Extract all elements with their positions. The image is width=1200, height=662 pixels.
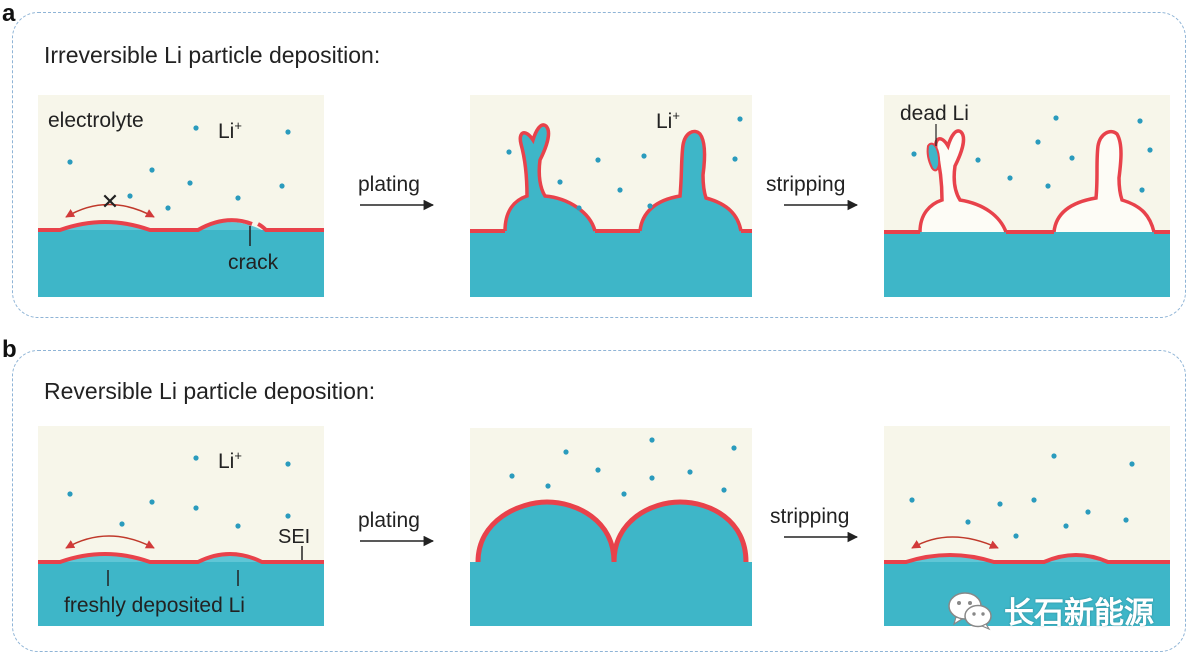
- li-dome: [478, 502, 614, 562]
- sei-layer: [503, 123, 597, 232]
- plating-label: plating: [358, 509, 420, 532]
- sei-stretch-arrow: [911, 536, 999, 549]
- li-ion-dots: [909, 453, 1135, 539]
- dead-li-label: dead Li: [900, 102, 969, 125]
- panel-b-frame: [12, 350, 1186, 652]
- plating-label: plating: [358, 173, 420, 196]
- panel-b-title: Reversible Li particle deposition:: [44, 378, 376, 404]
- panel-a-initial-state: ✕ crack electrolyte Li+: [38, 95, 324, 297]
- empty-sei-shell: [1052, 129, 1156, 233]
- stripping-label: stripping: [766, 173, 845, 196]
- panel-b-stripped-state: [884, 426, 1170, 626]
- watermark-text: 长石新能源: [1004, 596, 1154, 631]
- li-ion-label: Li+: [656, 108, 680, 133]
- panel-a-title: Irreversible Li particle deposition:: [44, 42, 381, 68]
- panel-a-frame: [12, 12, 1186, 318]
- panel-b-letter: b: [2, 336, 17, 363]
- panel-b-stripping-arrow: stripping: [770, 505, 859, 543]
- li-dome: [614, 502, 746, 562]
- panel-b-initial-state: Li+ SEI freshly deposited Li: [38, 426, 324, 626]
- sei-stretch-arrow: [65, 203, 155, 218]
- panel-a-plated-state: Li+: [470, 95, 752, 297]
- lithium-substrate: [884, 562, 1170, 626]
- panel-a-plating-arrow: plating: [358, 173, 435, 211]
- sei-layer: [611, 499, 749, 563]
- sei-layer: [475, 499, 617, 563]
- sei-stretch-arrow: [65, 535, 155, 549]
- li-dendrite: [640, 131, 741, 231]
- lithium-substrate: [38, 562, 324, 626]
- panel-a-letter: a: [2, 0, 16, 27]
- panel-a-stripping-arrow: stripping: [766, 173, 859, 211]
- li-ion-label: Li+: [218, 448, 242, 473]
- sei-label: SEI: [278, 526, 310, 548]
- li-ion-dots: [67, 125, 291, 211]
- panel-b-plating-arrow: plating: [358, 509, 435, 547]
- crack-label: crack: [228, 251, 279, 274]
- watermark: 长石新能源: [946, 588, 1154, 632]
- stripping-label: stripping: [770, 505, 849, 528]
- sei-layer: [38, 552, 324, 564]
- dead-li-fragment: [926, 142, 941, 172]
- fresh-li-label: freshly deposited Li: [64, 594, 245, 617]
- wechat-icon: [948, 592, 992, 631]
- sei-layer: [257, 222, 324, 232]
- lithium-substrate: [470, 231, 752, 297]
- li-ion-dots: [911, 115, 1153, 193]
- lithium-substrate: [470, 562, 752, 626]
- panel-a-stripped-state: dead Li: [884, 95, 1170, 297]
- lithium-substrate: [884, 232, 1170, 297]
- blocked-mark: ✕: [101, 189, 119, 214]
- panel-b-plated-state: [470, 428, 752, 626]
- li-ion-dots: [506, 116, 743, 211]
- li-ion-dots: [509, 437, 737, 497]
- sei-layer: [884, 553, 1170, 564]
- sei-layer: [38, 218, 253, 232]
- empty-sei-shell: [918, 129, 1008, 233]
- sei-layer: [638, 129, 743, 232]
- li-ion-dots: [67, 455, 291, 529]
- li-ion-label: Li+: [218, 118, 242, 143]
- lithium-substrate: [38, 230, 324, 297]
- electrolyte-label: electrolyte: [48, 109, 144, 132]
